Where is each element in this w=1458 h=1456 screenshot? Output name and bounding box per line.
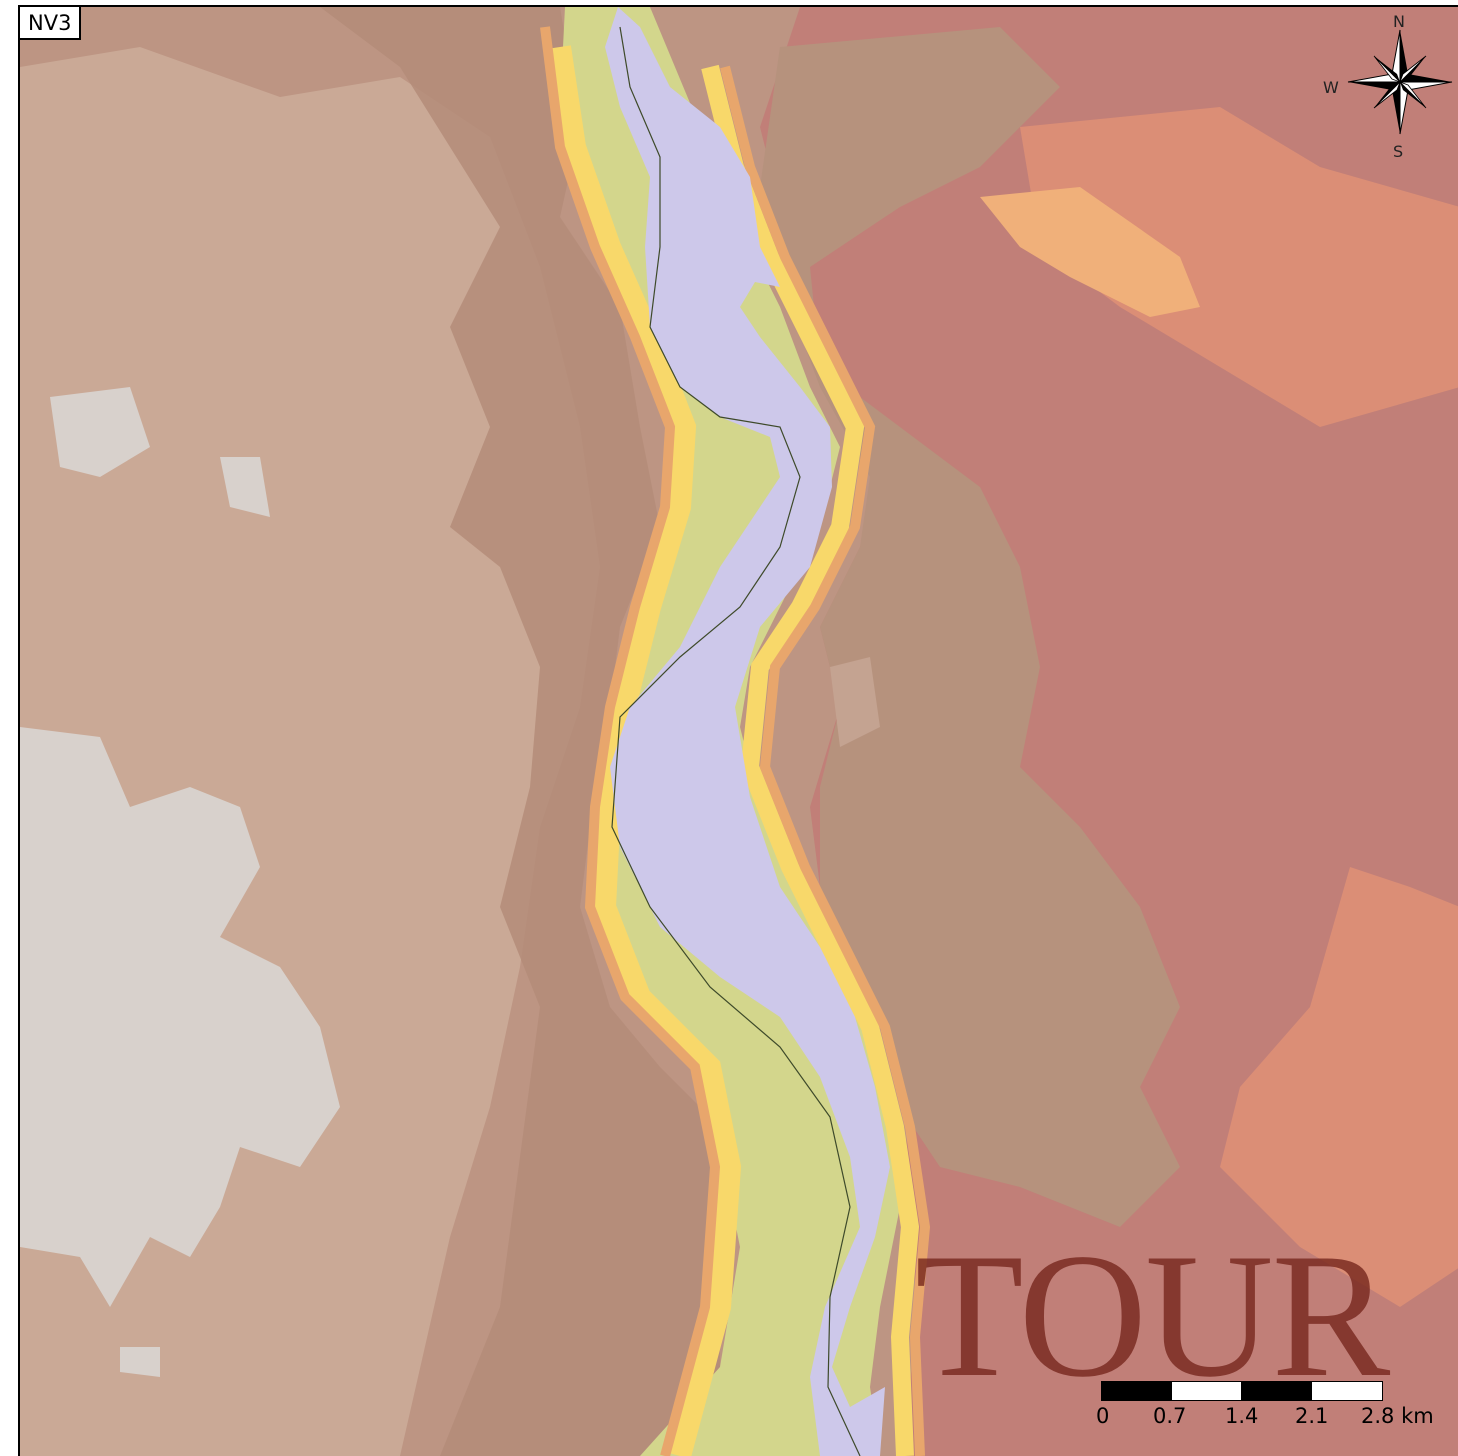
scale-segment-1: [1101, 1381, 1172, 1401]
compass-rose-icon: [1347, 29, 1453, 135]
north-arrow: N W S: [1318, 8, 1458, 161]
plateau-west-3: [20, 727, 340, 1307]
river-channel-line: [611, 26, 861, 1456]
scale-tick-0: 0: [1096, 1404, 1110, 1428]
watermark-text: TOUR: [915, 1216, 1390, 1414]
terrain-east-light-spot: [830, 657, 880, 747]
scale-tick-1: 0.7: [1153, 1404, 1187, 1428]
elevation-map: [20, 7, 1458, 1456]
panel-label: NV3: [18, 5, 82, 40]
lowland-patch-orange: [980, 187, 1200, 317]
terrain-east-orange-2: [1220, 867, 1458, 1307]
river-water: [605, 7, 890, 1456]
scale-segment-3: [1241, 1381, 1312, 1401]
terrain-west-ridges: [320, 7, 720, 1456]
plateau-west-1: [50, 387, 150, 477]
compass-north-label: N: [1393, 12, 1405, 31]
plateau-west-2: [220, 457, 270, 517]
riverbank-east: [701, 64, 920, 1456]
slope-orange-east: [720, 65, 931, 1456]
scale-bar: 0 0.7 1.4 2.1 2.8 km: [1093, 1378, 1458, 1454]
slope-orange-west: [540, 26, 721, 1456]
scale-segment-2: [1171, 1381, 1242, 1401]
plateau-west-4: [120, 1347, 160, 1377]
scale-tick-4: 2.8 km: [1361, 1404, 1434, 1428]
compass-west-label: W: [1323, 78, 1339, 97]
terrain-east-hills: [760, 27, 1180, 1227]
scale-tick-2: 1.4: [1225, 1404, 1259, 1428]
map-frame: [18, 5, 1458, 1456]
riverbank-west: [549, 45, 742, 1456]
terrain-east-orange-1: [1020, 107, 1458, 427]
scale-segment-4: [1311, 1381, 1383, 1401]
compass-south-label: S: [1393, 142, 1404, 161]
scale-tick-3: 2.1: [1295, 1404, 1329, 1428]
